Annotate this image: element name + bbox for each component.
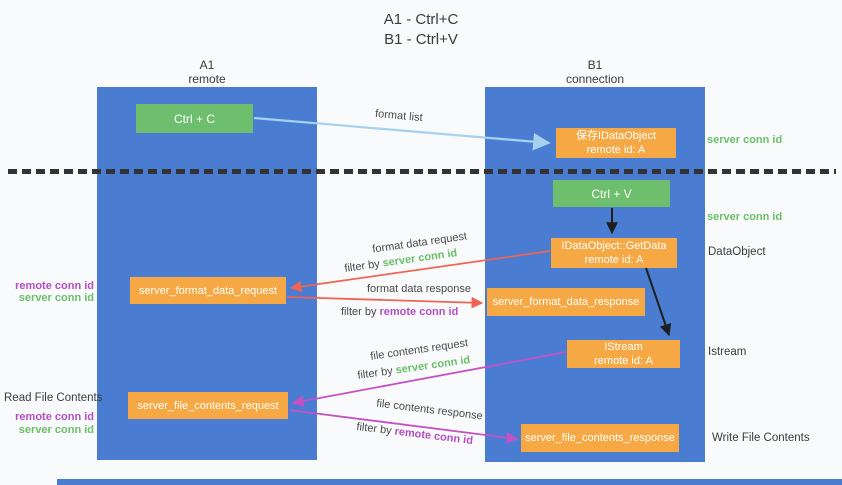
bottom-blue-strip (57, 479, 842, 485)
save-dataobject-line1: 保存IDataObject (575, 130, 657, 142)
column-b-name: B1 (587, 58, 603, 72)
server-conn-id-left-1: server conn id (18, 292, 94, 304)
server-file-contents-request-box: server_file_contents_request (128, 392, 288, 419)
remote-conn-id-left-1: remote conn id (15, 280, 94, 292)
file-contents-response-label: file contents response (375, 397, 484, 423)
server-file-contents-response-box: server_file_contents_response (521, 424, 679, 452)
server-conn-id-left-2: server conn id (18, 424, 94, 436)
istream-line2: remote id: A (594, 355, 653, 367)
ctrl-c-box: Ctrl + C (136, 104, 253, 133)
server-file-contents-request-label: server_file_contents_request (137, 399, 279, 412)
diagram-title: A1 - Ctrl+C B1 - Ctrl+V (0, 10, 842, 50)
format-data-response-label: format data response (367, 283, 471, 295)
getdata-line1: IDataObject::GetData (561, 240, 667, 252)
session-divider-dashed-line (8, 169, 836, 174)
column-a-role: remote (188, 72, 226, 86)
title-line-2: B1 - Ctrl+V (384, 31, 458, 48)
remote-conn-id-value: remote conn id (393, 425, 474, 448)
remote-conn-id-left-2: remote conn id (15, 411, 94, 423)
getdata-line2: remote id: A (584, 254, 644, 266)
column-b-header: B1 connection (485, 58, 705, 86)
server-format-data-request-label: server_format_data_request (138, 284, 278, 297)
getdata-box: IDataObject::GetData remote id: A (551, 238, 677, 268)
filter-prefix: filter by (355, 420, 393, 438)
istream-line1: IStream (604, 341, 643, 353)
server-format-data-response-box: server_format_data_response (487, 288, 645, 316)
dataobject-label: DataObject (708, 246, 766, 258)
filter-prefix: filter by (341, 306, 377, 318)
read-file-contents-label: Read File Contents (4, 392, 103, 404)
server-format-data-response-label: server_format_data_response (492, 296, 640, 308)
ctrl-v-box: Ctrl + V (553, 180, 670, 207)
server-conn-id-right-1: server conn id (707, 134, 783, 146)
istream-box: IStream remote id: A (567, 340, 680, 368)
title-line-1: A1 - Ctrl+C (383, 11, 459, 28)
filter-prefix: filter by (356, 365, 394, 382)
server-file-contents-response-label: server_file_contents_response (525, 432, 675, 444)
format-list-label: format list (374, 107, 424, 125)
column-a-header: A1 remote (97, 58, 317, 86)
ctrl-c-label: Ctrl + C (173, 111, 215, 126)
server-conn-id-right-2: server conn id (707, 211, 783, 223)
save-dataobject-line2: remote id: A (586, 144, 646, 156)
write-file-contents-label: Write File Contents (712, 432, 810, 444)
column-a-name: A1 (199, 58, 215, 72)
filter-prefix: filter by (343, 258, 381, 275)
istream-side-label: Istream (708, 346, 747, 358)
ctrl-v-label: Ctrl + V (591, 186, 632, 201)
remote-conn-id-value: remote conn id (379, 306, 459, 318)
server-format-data-request-box: server_format_data_request (130, 277, 286, 304)
column-b-role: connection (565, 72, 625, 86)
save-dataobject-box: 保存IDataObject remote id: A (556, 128, 676, 158)
